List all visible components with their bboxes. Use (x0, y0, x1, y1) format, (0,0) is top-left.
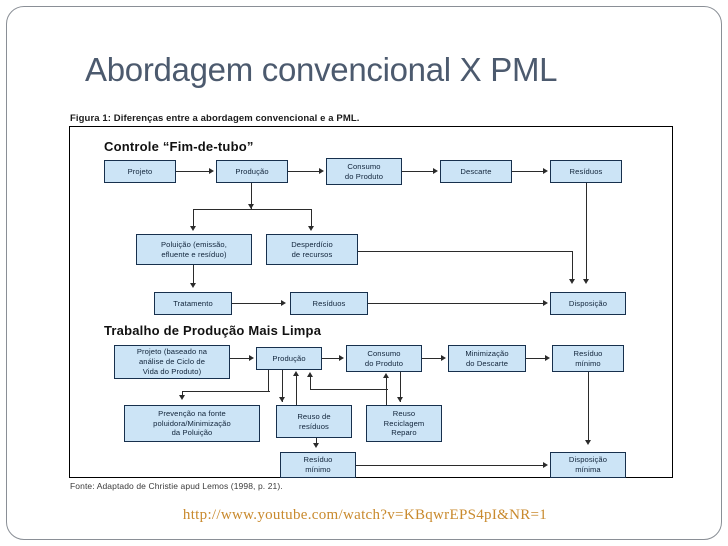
arrowhead-resmin1 (545, 355, 550, 361)
edge-projeto-producao (176, 171, 209, 173)
edge-producao2-consumo2 (322, 358, 339, 360)
edge-projeto2-producao2 (230, 358, 249, 360)
node-residuo-minimo-top[interactable]: Resíduo mínimo (552, 345, 624, 372)
edge-prevencao-stem (268, 370, 270, 392)
slide-frame: Abordagem convencional X PML Figura 1: D… (6, 6, 722, 540)
video-url[interactable]: http://www.youtube.com/watch?v=KBqwrEPS4… (182, 507, 548, 523)
arrowhead-disposicao-3 (583, 279, 589, 284)
edge-reciclagem-producao-up (310, 377, 312, 390)
arrowhead-producao2 (249, 355, 254, 361)
diagram-heading-pml: Trabalho de Produção Mais Limpa (104, 323, 322, 338)
edge-residuos-disposicao (368, 303, 543, 305)
arrowhead-minimizacao (441, 355, 446, 361)
edge-desperdicio-run (358, 251, 573, 253)
page-title: Abordagem convencional X PML (85, 51, 558, 88)
edge-descarte-residuos (512, 171, 543, 173)
arrowhead-consumo2 (339, 355, 344, 361)
arrowhead-residuos (543, 168, 548, 174)
diagram-heading-conventional: Controle “Fim-de-tubo” (104, 139, 254, 154)
arrowhead-producao2-up2 (307, 372, 313, 377)
node-reuso-residuos[interactable]: Reuso de resíduos (276, 405, 352, 438)
arrowhead-producao (209, 168, 214, 174)
edge-minimizacao-resmin (526, 358, 545, 360)
edge-consumo2-minimizacao (422, 358, 441, 360)
node-poluicao[interactable]: Poluição (emissão, efluente e resíduo) (136, 234, 252, 265)
edge-tratamento-residuos (232, 303, 281, 305)
edge-desperdicio-drop (572, 251, 574, 281)
edge-prevencao-drop (182, 391, 184, 397)
arrowhead-descarte (433, 168, 438, 174)
edge-poluicao-tratamento (193, 265, 195, 285)
edge-prevencao-run (182, 391, 270, 393)
node-disposicao[interactable]: Disposição (550, 292, 626, 315)
arrowhead-resmin2 (313, 443, 319, 448)
node-producao[interactable]: Produção (216, 160, 288, 183)
edge-reuso-resmin2 (316, 438, 318, 446)
arrowhead-desperdicio (308, 226, 314, 231)
edge-consumo-descarte (402, 171, 433, 173)
edge-resmin2-dispmin (356, 465, 543, 467)
node-residuos-bottom[interactable]: Resíduos (290, 292, 368, 315)
edge-producao2-reuso-down (282, 370, 284, 402)
figure-source: Fonte: Adaptado de Christie apud Lemos (… (70, 481, 283, 491)
arrowhead-producao2-up (293, 371, 299, 376)
arrowhead-consumo2-up (383, 373, 389, 378)
arrowhead-producao-split (248, 204, 254, 209)
edge-reuso-producao2-up (296, 375, 298, 405)
node-prevencao-fonte[interactable]: Prevenção na fonte poluidora/Minimização… (124, 405, 260, 442)
edge-split-right (311, 209, 313, 228)
arrowhead-dispmin (543, 462, 548, 468)
node-residuo-minimo-bottom[interactable]: Resíduo mínimo (280, 452, 356, 478)
edge-split-bus (193, 209, 312, 211)
arrowhead-poluicao (190, 226, 196, 231)
figure-frame: Controle “Fim-de-tubo” Projeto Produção … (69, 126, 673, 478)
node-projeto[interactable]: Projeto (104, 160, 176, 183)
edge-resmin1-dispmin (588, 372, 590, 442)
node-disposicao-minima[interactable]: Disposição mínima (550, 452, 626, 478)
arrowhead-dispmin-2 (585, 440, 591, 445)
node-reuso-reciclagem-reparo[interactable]: Reuso Reciclagem Reparo (366, 405, 442, 442)
node-producao-pml[interactable]: Produção (256, 347, 322, 370)
arrowhead-prevencao (179, 395, 185, 400)
node-consumo-produto-pml[interactable]: Consumo do Produto (346, 345, 422, 372)
arrowhead-consumo (319, 168, 324, 174)
edge-split-left (193, 209, 195, 228)
edge-residuos1-disposicao (586, 183, 588, 281)
arrowhead-tratamento (190, 283, 196, 288)
edge-reciclagem-producao-run (310, 389, 388, 391)
node-minimizacao-descarte[interactable]: Minimização do Descarte (448, 345, 526, 372)
node-residuos-top[interactable]: Resíduos (550, 160, 622, 183)
arrowhead-disposicao (543, 300, 548, 306)
arrowhead-residuos2 (281, 300, 286, 306)
arrowhead-disposicao-2 (569, 279, 575, 284)
edge-producao-split-stem (251, 183, 253, 209)
arrowhead-reuso (279, 397, 285, 402)
figure-caption: Figura 1: Diferenças entre a abordagem c… (70, 113, 360, 124)
node-projeto-ciclo-vida[interactable]: Projeto (baseado na análise de Ciclo de … (114, 345, 230, 379)
node-desperdicio[interactable]: Desperdício de recursos (266, 234, 358, 265)
node-tratamento[interactable]: Tratamento (154, 292, 232, 315)
edge-reciclagem-consumo2 (386, 377, 388, 405)
arrowhead-reciclagem (397, 397, 403, 402)
node-consumo-do-produto[interactable]: Consumo do Produto (326, 158, 402, 185)
edge-consumo2-reciclagem (400, 372, 402, 402)
node-descarte[interactable]: Descarte (440, 160, 512, 183)
edge-producao-consumo (288, 171, 319, 173)
